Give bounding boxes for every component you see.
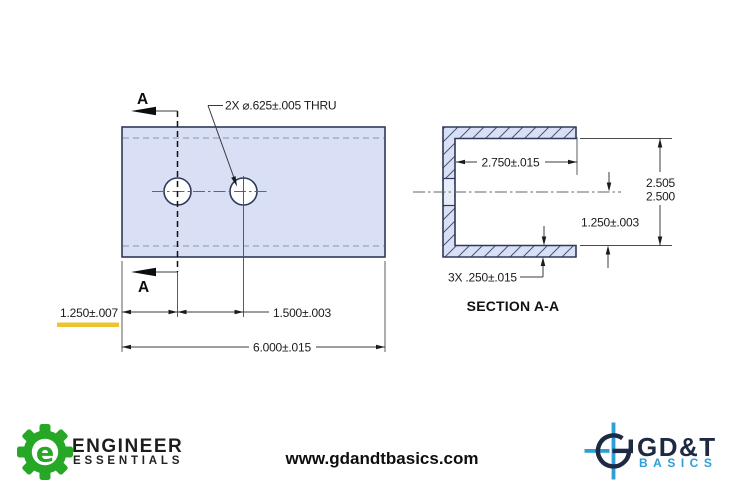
dim-wall-thickness: 3X .250±.015 [448,271,517,285]
dim-arrow-icon [606,182,612,192]
gear-icon: e [17,424,73,480]
section-arrow-top-icon [131,106,156,116]
dim-arrow-icon [122,344,131,350]
dim-arrow-icon [605,245,611,255]
dim-arrow-icon [657,138,663,148]
dim-arrow-icon [122,309,131,315]
dim-arrow-icon [568,159,577,165]
dim-arrow-icon [376,344,385,350]
dim-overall-length: 6.000±.015 [253,341,311,355]
dim-arrow-icon [456,159,465,165]
dim-arrow-icon [168,309,178,315]
engineer-essentials-name: ENGINEER [72,436,183,457]
dim-inner-height-max: 2.505 [646,176,676,190]
engineer-essentials-logo: e ENGINEER ESSENTIALS [17,424,183,480]
dim-arrow-icon [177,309,187,315]
dim-arrow-icon [541,236,547,246]
callout-arrow-icon [231,176,237,187]
gear-monogram: e [36,438,54,469]
channel-outline [442,126,577,258]
footer: e ENGINEER ESSENTIALS www.gdandtbasics.c… [17,422,717,480]
callout-leader-diagonal [207,105,236,183]
dim-arrow-icon [540,257,546,266]
gdt-basics-logo: GD&T BASICS [584,422,717,480]
position-symbol-icon [584,422,633,480]
section-view: 2.750±.015 2.505 2.500 1.250±.003 3X .25… [413,126,676,314]
highlight-underline [57,322,119,327]
front-view: A A 2X ⌀.625±.005 THRU 1.250±.007 1.500±… [57,91,386,355]
dim-centerline-to-bottom: 1.250±.003 [581,216,639,230]
gdt-name: GD&T [637,432,717,462]
section-label-bottom: A [138,279,149,296]
website-url: www.gdandtbasics.com [284,449,478,468]
dim-inner-height-min: 2.500 [646,190,676,204]
dim-arrow-icon [657,236,663,246]
dim-channel-depth: 2.750±.015 [482,156,540,170]
section-title: SECTION A-A [467,298,560,314]
gdt-sub: BASICS [639,456,717,470]
dim-edge-to-first-hole: 1.250±.007 [60,306,118,320]
dim-hole-spacing: 1.500±.003 [273,306,331,320]
engineer-essentials-sub: ESSENTIALS [73,455,183,467]
hole-callout: 2X ⌀.625±.005 THRU [225,99,336,113]
dim-arrow-icon [234,309,244,315]
section-label-top: A [137,91,148,108]
section-arrow-bottom-icon [131,267,156,277]
